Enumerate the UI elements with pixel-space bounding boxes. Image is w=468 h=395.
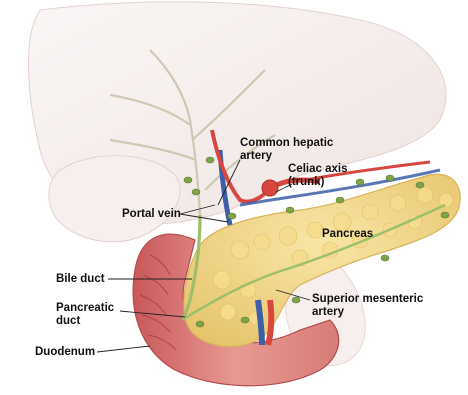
label-pancreatic-duct: Pancreatic duct [56,302,114,328]
label-common-hepatic-artery: Common hepatic artery [240,137,333,163]
label-duodenum: Duodenum [35,346,95,359]
gallbladder-shape [49,156,180,242]
superior-mesenteric-artery-shape [268,300,271,345]
label-superior-mesenteric-artery: Superior mesenteric artery [312,293,423,319]
label-bile-duct: Bile duct [56,273,105,286]
leader-duodenum [97,346,150,352]
label-pancreas: Pancreas [322,228,373,241]
label-portal-vein: Portal vein [122,208,181,221]
label-celiac-axis: Celiac axis (trunk) [288,163,347,189]
